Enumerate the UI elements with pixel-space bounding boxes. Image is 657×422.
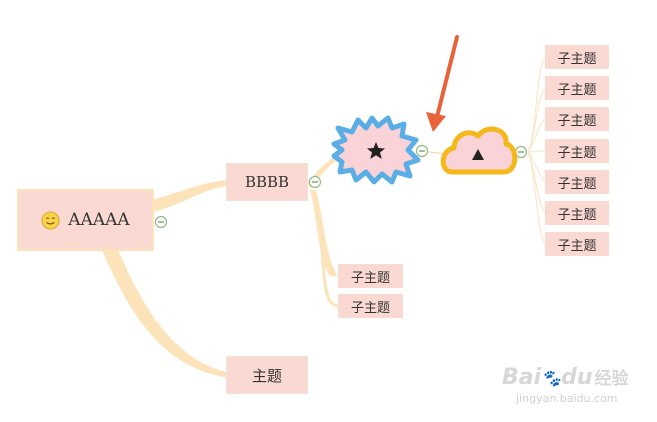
star-icon [367, 142, 385, 159]
cloud-subtopic-7[interactable]: 子主题 [545, 232, 609, 256]
watermark-url: jingyan.baidu.com [516, 392, 618, 405]
collapse-toggle-root[interactable] [154, 215, 168, 229]
subtopic-label: 子主题 [557, 176, 597, 192]
star-node[interactable] [331, 115, 421, 185]
branch-root-bbbb [152, 180, 227, 212]
cloud-fan-lines [527, 56, 546, 245]
collapse-toggle-star[interactable] [415, 144, 429, 158]
root-topic[interactable]: AAAAA [17, 189, 154, 251]
subtopic-label: 子主题 [557, 207, 597, 223]
topic-main[interactable]: 主题 [226, 356, 308, 394]
branch-bbbb-subs [310, 190, 338, 276]
cloud-subtopic-5[interactable]: 子主题 [545, 170, 609, 194]
watermark-cn: 经验 [594, 369, 629, 389]
collapse-toggle-bbbb[interactable] [308, 175, 322, 189]
subtopic-label: 子主题 [350, 270, 390, 286]
cloud-subtopic-6[interactable]: 子主题 [545, 201, 609, 225]
topic-bbbb-label: BBBB [244, 173, 290, 191]
subtopic-label: 子主题 [557, 145, 597, 161]
topic-main-label: 主题 [251, 366, 282, 385]
annotation-arrow [426, 35, 459, 132]
watermark-brand-suffix: du [561, 365, 593, 390]
subtopic-label: 子主题 [557, 238, 597, 254]
bbbb-subtopic-1[interactable]: 子主题 [338, 264, 403, 288]
watermark-brand: Bai [502, 365, 542, 390]
triangle-icon [472, 149, 484, 160]
cloud-node[interactable] [440, 126, 518, 175]
cloud-subtopic-1[interactable]: 子主题 [545, 45, 609, 69]
collapse-toggle-cloud[interactable] [514, 145, 528, 159]
cloud-subtopic-3[interactable]: 子主题 [545, 107, 609, 131]
paw-icon: 🐾 [541, 368, 562, 388]
subtopic-label: 子主题 [557, 51, 597, 67]
smiley-icon [41, 210, 60, 230]
bbbb-subtopic-2[interactable]: 子主题 [338, 294, 403, 318]
subtopic-label: 子主题 [557, 82, 597, 98]
subtopic-label: 子主题 [350, 300, 390, 316]
topic-bbbb[interactable]: BBBB [226, 163, 308, 201]
branch-root-topic [102, 250, 230, 378]
subtopic-label: 子主题 [557, 113, 597, 129]
root-label: AAAAA [68, 210, 130, 230]
cloud-subtopic-4[interactable]: 子主题 [545, 139, 609, 163]
cloud-subtopic-2[interactable]: 子主题 [545, 76, 609, 100]
